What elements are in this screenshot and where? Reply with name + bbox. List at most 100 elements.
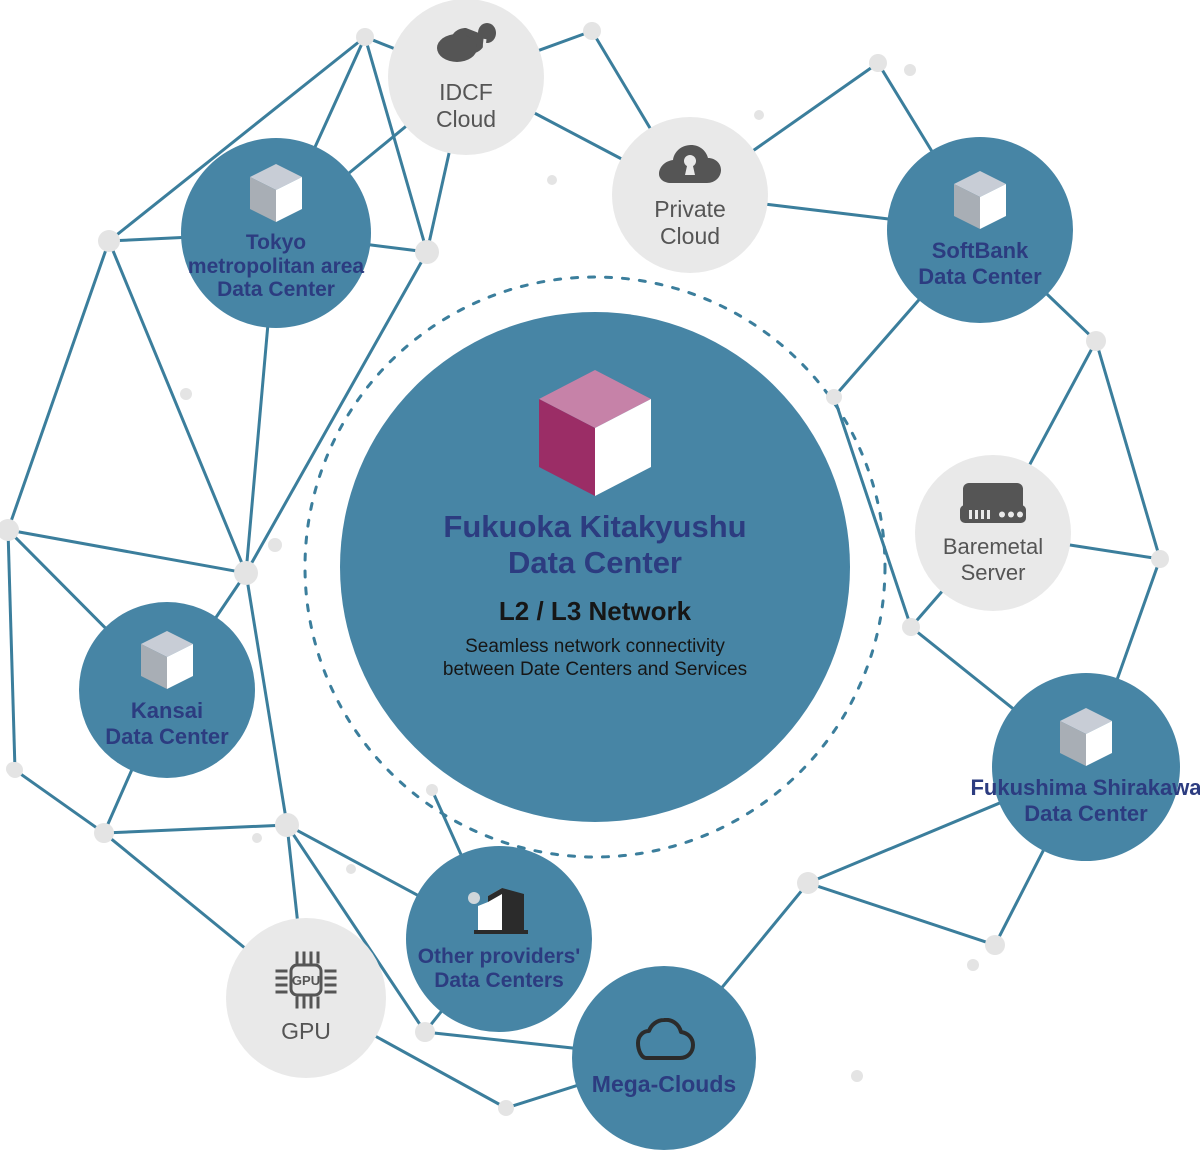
center-title-line2: Data Center xyxy=(508,545,682,581)
dotted-ring xyxy=(303,275,887,859)
joint-dot xyxy=(826,389,842,405)
link-line xyxy=(250,260,423,565)
joint-dot xyxy=(346,864,356,874)
link-line xyxy=(880,69,934,153)
cube-gray-icon xyxy=(141,631,193,694)
node-other-providers-dc[interactable]: Other providers'Data Centers xyxy=(406,846,592,1032)
center-node-fukuoka-kitakyushu[interactable]: Fukuoka Kitakyushu Data Center L2 / L3 N… xyxy=(340,312,850,822)
node-label-line: metropolitan area xyxy=(187,254,365,278)
joint-dot xyxy=(904,64,916,76)
node-mega-clouds[interactable]: Mega-Clouds xyxy=(572,966,756,1150)
joint-dot xyxy=(356,28,374,46)
gpu-chip-icon: GPU xyxy=(275,951,337,1014)
joint-dot xyxy=(1151,550,1169,568)
joint-dot xyxy=(415,240,439,264)
link-line xyxy=(347,124,408,175)
link-line xyxy=(1028,348,1094,466)
node-label-line: Kansai xyxy=(130,698,204,724)
joint-dot xyxy=(0,519,19,541)
joint-dot xyxy=(498,1100,514,1116)
center-desc-line1: Seamless network connectivity xyxy=(465,635,725,657)
joint-dot xyxy=(180,388,192,400)
link-line xyxy=(286,835,299,920)
joint-dot xyxy=(426,784,438,796)
link-line xyxy=(110,837,246,950)
center-desc-line2: between Date Centers and Services xyxy=(442,658,748,680)
node-label-line: Tokyo xyxy=(245,230,307,254)
link-line xyxy=(111,249,244,564)
link-line xyxy=(245,326,270,563)
link-line xyxy=(115,40,360,236)
link-line xyxy=(1068,543,1153,560)
node-label-line: IDCF xyxy=(439,79,493,106)
joint-dot xyxy=(275,813,299,837)
joint-dot xyxy=(1086,331,1106,351)
link-line xyxy=(594,37,652,130)
joint-dot xyxy=(851,1070,863,1082)
link-line xyxy=(533,111,623,161)
node-label-line: SoftBank xyxy=(931,238,1029,264)
link-line xyxy=(365,44,426,242)
node-label-line: Data Center xyxy=(217,278,335,302)
link-line xyxy=(816,801,1001,881)
link-line xyxy=(246,583,287,815)
node-label-line: Data Centers xyxy=(434,968,564,992)
node-label-line: GPU xyxy=(281,1018,331,1045)
link-line xyxy=(17,530,236,573)
link-line xyxy=(916,630,1015,711)
center-title-line1: Fukuoka Kitakyushu xyxy=(443,509,747,544)
link-line xyxy=(817,884,987,944)
center-subtitle: L2 / L3 Network xyxy=(498,595,692,626)
link-line xyxy=(118,235,183,243)
buildings-icon xyxy=(466,886,532,941)
link-line xyxy=(720,889,803,989)
node-label-line: Data Center xyxy=(1024,800,1148,826)
link-line xyxy=(112,823,277,835)
joint-dot xyxy=(869,54,887,72)
node-label-line: Cloud xyxy=(435,105,497,132)
private-cloud-icon xyxy=(659,141,721,192)
link-line xyxy=(512,1084,578,1108)
link-line xyxy=(13,536,107,630)
joint-dot xyxy=(547,175,557,185)
joint-dot xyxy=(98,230,120,252)
link-line xyxy=(433,1031,574,1050)
center-description: Seamless network connectivity between Da… xyxy=(443,635,747,681)
link-line xyxy=(537,32,585,53)
joint-dot xyxy=(967,959,979,971)
node-gpu[interactable]: GPU GPU xyxy=(226,918,386,1078)
baremetal-server-icon xyxy=(960,481,1026,530)
link-line xyxy=(313,43,364,149)
cube-gray-icon xyxy=(954,171,1006,234)
link-line xyxy=(834,403,910,620)
svg-text:GPU: GPU xyxy=(292,973,320,988)
joint-dot xyxy=(268,538,282,552)
link-line xyxy=(915,590,944,622)
idcf-cloud-icon xyxy=(435,22,497,75)
link-line xyxy=(427,151,451,242)
joint-dot xyxy=(754,110,764,120)
link-line xyxy=(766,202,889,221)
link-line xyxy=(1097,349,1160,552)
link-line xyxy=(371,38,395,51)
link-line xyxy=(1045,292,1091,336)
link-line xyxy=(106,769,134,826)
node-label-line: Private xyxy=(654,196,726,223)
joint-dot xyxy=(94,823,114,843)
link-line xyxy=(6,539,17,764)
link-line xyxy=(997,849,1046,938)
